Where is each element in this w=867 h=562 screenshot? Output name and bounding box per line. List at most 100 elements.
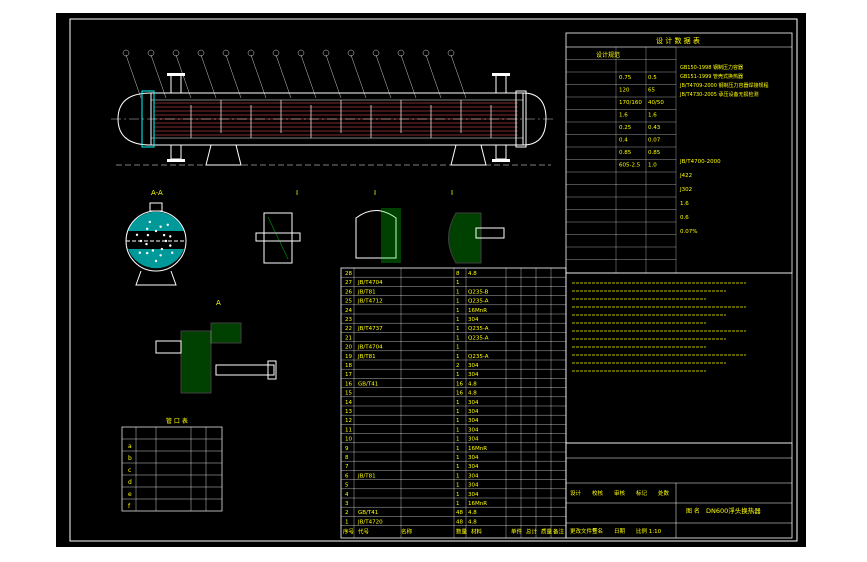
part-material: 304 — [468, 400, 479, 406]
drawing-title: DN600浮头换热器 — [706, 506, 761, 515]
part-qty: 1 — [456, 345, 460, 351]
part-qty: 1 — [456, 299, 460, 305]
part-qty: 1 — [456, 409, 460, 415]
baffles — [190, 100, 492, 138]
design-value: 0.43 — [648, 125, 661, 131]
saddle-right — [450, 144, 487, 166]
part-number: 27 — [345, 280, 352, 286]
part-number: 15 — [345, 391, 352, 397]
part-qty: 1 — [456, 501, 460, 507]
part-number: 21 — [345, 335, 352, 341]
signature-label: 日期 — [614, 528, 626, 535]
cad-drawing-canvas[interactable]: A-A Ⅰ Ⅰ — [56, 13, 806, 547]
detail-view-a: A — [155, 299, 277, 394]
detail-view-2: Ⅰ — [355, 189, 401, 263]
parts-header-cell: 材料 — [471, 528, 483, 536]
part-qty: 2 — [456, 363, 460, 369]
misc-value: J422 — [679, 173, 692, 179]
design-value: 0.75 — [619, 75, 632, 81]
part-qty: 1 — [456, 400, 460, 406]
drawing-svg: A-A Ⅰ Ⅰ — [69, 18, 798, 542]
parts-header-cell: 序号 — [343, 528, 355, 536]
part-qty: 1 — [456, 483, 460, 489]
svg-text:Ⅰ: Ⅰ — [374, 189, 376, 197]
misc-value: 1.6 — [680, 201, 689, 207]
part-number: 19 — [345, 354, 352, 360]
part-material: 304 — [468, 317, 479, 323]
part-number: 23 — [345, 317, 352, 323]
design-value: 0.4 — [619, 138, 628, 144]
part-number: 6 — [345, 473, 349, 479]
spec-line: GB150-1998 钢制压力容器 — [680, 64, 743, 71]
part-code: JB/T81 — [357, 289, 376, 295]
nozzle-row-label: a — [128, 443, 132, 450]
part-number: 11 — [345, 427, 352, 433]
part-material: 304 — [468, 473, 479, 479]
part-material: 16MnR — [468, 446, 487, 452]
design-value: 1.6 — [619, 113, 628, 119]
part-number: 3 — [345, 501, 349, 507]
parts-header-cell: 备注 — [553, 528, 565, 536]
part-material: 4.8 — [468, 381, 477, 387]
svg-text:A: A — [216, 299, 221, 307]
part-material: Q235-A — [468, 335, 489, 341]
svg-text:图 名: 图 名 — [686, 507, 700, 515]
parts-header-cell: 代号 — [358, 528, 370, 536]
exchanger-elevation — [111, 49, 556, 166]
part-material: Q235-A — [468, 326, 489, 332]
part-material: 4.8 — [468, 519, 477, 525]
parts-header-cell: 单件 — [511, 528, 523, 536]
part-qty: 1 — [456, 289, 460, 295]
part-material: 304 — [468, 427, 479, 433]
design-value: 605-2.5 — [619, 163, 641, 169]
part-qty: 1 — [456, 308, 460, 314]
signature-label: 处数 — [658, 489, 670, 497]
part-code: JB/T4712 — [357, 299, 383, 305]
signature-label: 比例 1:10 — [636, 527, 662, 535]
part-qty: 1 — [456, 372, 460, 378]
part-number: 1 — [345, 519, 349, 525]
part-code: JB/T4704 — [357, 345, 383, 351]
nozzle-d — [495, 144, 507, 160]
section-a-a-view: A-A — [125, 189, 187, 286]
misc-value: 0.6 — [680, 215, 689, 221]
part-material: 4.8 — [468, 271, 477, 277]
svg-text:Ⅰ: Ⅰ — [296, 189, 298, 197]
part-number: 26 — [345, 289, 352, 295]
part-material: Q235-A — [468, 354, 489, 360]
part-number: 4 — [345, 492, 349, 498]
part-code: JB/T81 — [357, 354, 376, 360]
part-number: 14 — [345, 400, 352, 406]
part-qty: 8 — [456, 271, 460, 277]
nozzle-row-label: b — [128, 455, 132, 462]
nozzle-c — [170, 144, 182, 160]
design-value: 170/160 — [619, 100, 642, 106]
design-value: 0.5 — [648, 75, 657, 81]
spec-line: JB/T4730-2005 承压设备无损检测 — [679, 91, 759, 98]
parts-header-cell: 总计 — [526, 528, 538, 536]
part-material: 304 — [468, 418, 479, 424]
design-value: 0.25 — [619, 125, 632, 131]
design-value: 40/50 — [648, 100, 664, 106]
part-qty: 1 — [456, 280, 460, 286]
part-number: 8 — [345, 455, 349, 461]
part-number: 18 — [345, 363, 352, 369]
part-qty: 1 — [456, 473, 460, 479]
detail-view-3: Ⅰ — [448, 189, 505, 264]
design-value: 1.0 — [648, 163, 657, 169]
part-number: 24 — [345, 308, 352, 314]
technical-notes — [565, 272, 793, 444]
part-number: 25 — [345, 299, 352, 305]
parts-header-cell: 质量 — [541, 528, 553, 536]
part-material: 304 — [468, 409, 479, 415]
signature-label: 审核 — [614, 489, 626, 497]
part-material: Q235-A — [468, 299, 489, 305]
part-qty: 1 — [456, 455, 460, 461]
part-qty: 1 — [456, 437, 460, 443]
detail-view-1: Ⅰ — [255, 189, 301, 264]
part-code: JB/T4737 — [357, 326, 383, 332]
part-number: 9 — [345, 446, 349, 452]
part-qty: 1 — [456, 326, 460, 332]
